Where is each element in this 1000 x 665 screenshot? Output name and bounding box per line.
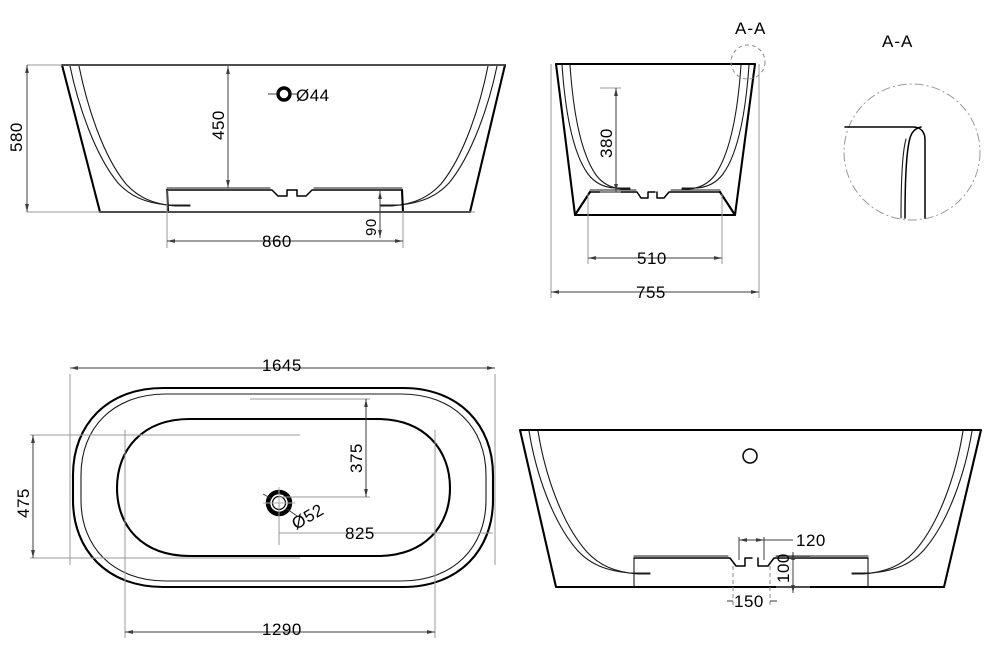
dim-label-d44: Ø44 [296, 86, 330, 105]
dim-label-d52: Ø52 [289, 500, 328, 533]
rear-inner-left-2 [537, 430, 651, 575]
front-foot-notch-left [166, 189, 298, 197]
side-foot-notch-left [589, 191, 656, 199]
front-foot-notch-right [296, 189, 403, 197]
dim-label-120: 120 [796, 531, 826, 550]
dim-label-755: 755 [636, 283, 666, 302]
overflow-hole-icon [276, 86, 292, 102]
detail-rim-inner-profile-2 [900, 138, 907, 219]
rear-foot-notch-left [633, 557, 753, 567]
dim-label-450: 450 [209, 110, 228, 140]
front-inner-right-wall [379, 65, 498, 206]
dim-label-475: 475 [14, 488, 33, 518]
detail-label-aa: A-A [882, 32, 913, 51]
view-detail-aa: A-A [843, 32, 981, 221]
rear-inner-right-2 [851, 430, 964, 575]
front-inner-left-wall [69, 65, 191, 206]
view-rear-elevation: 120 150 100 [518, 428, 983, 611]
plan-outer-rim [71, 386, 495, 589]
dim-label-375: 375 [347, 443, 366, 473]
drain-leader-in [262, 493, 273, 500]
dim-label-860: 860 [262, 232, 292, 251]
dim-label-100: 100 [774, 553, 793, 583]
section-callout-label-aa: A-A [735, 19, 766, 38]
dim-label-580: 580 [7, 122, 26, 152]
dim-label-1290: 1290 [262, 620, 302, 639]
dim-label-380: 380 [597, 128, 616, 158]
rear-inner-left [528, 430, 651, 574]
section-callout-circle-icon [730, 44, 766, 80]
side-inner-left [561, 64, 631, 189]
view-plan: Ø52 1645 475 375 825 1290 [14, 356, 496, 639]
dim-label-510: 510 [637, 249, 667, 268]
drain-leader-out [286, 508, 298, 517]
rear-outer-silhouette [518, 428, 983, 589]
detail-boundary-circle-icon [843, 83, 981, 221]
side-inner-right [681, 64, 750, 189]
rear-overflow-hole-icon [742, 448, 758, 464]
detail-rim-inner-profile [904, 126, 922, 219]
dim-label-90: 90 [363, 218, 380, 236]
side-inner-right-2 [681, 64, 742, 190]
side-foot-notch-right [656, 191, 721, 199]
rear-foot-notch-right [757, 557, 869, 567]
plan-rim-inner-edge [80, 393, 487, 582]
dim-label-1645: 1645 [262, 356, 302, 375]
dim-label-150: 150 [734, 592, 764, 611]
side-inner-left-2 [569, 64, 631, 190]
front-inner-left-wall-2 [78, 65, 191, 207]
detail-rim-outer-profile [844, 126, 926, 219]
dim-label-825: 825 [345, 524, 375, 543]
front-plinth-right [400, 188, 405, 214]
front-inner-right-wall-2 [379, 65, 489, 207]
view-front-elevation: Ø44 580 450 860 90 [7, 63, 507, 251]
rear-inner-right [851, 430, 973, 574]
view-side-elevation: A-A 380 510 755 [550, 19, 766, 302]
plan-basin-outline [115, 417, 452, 558]
